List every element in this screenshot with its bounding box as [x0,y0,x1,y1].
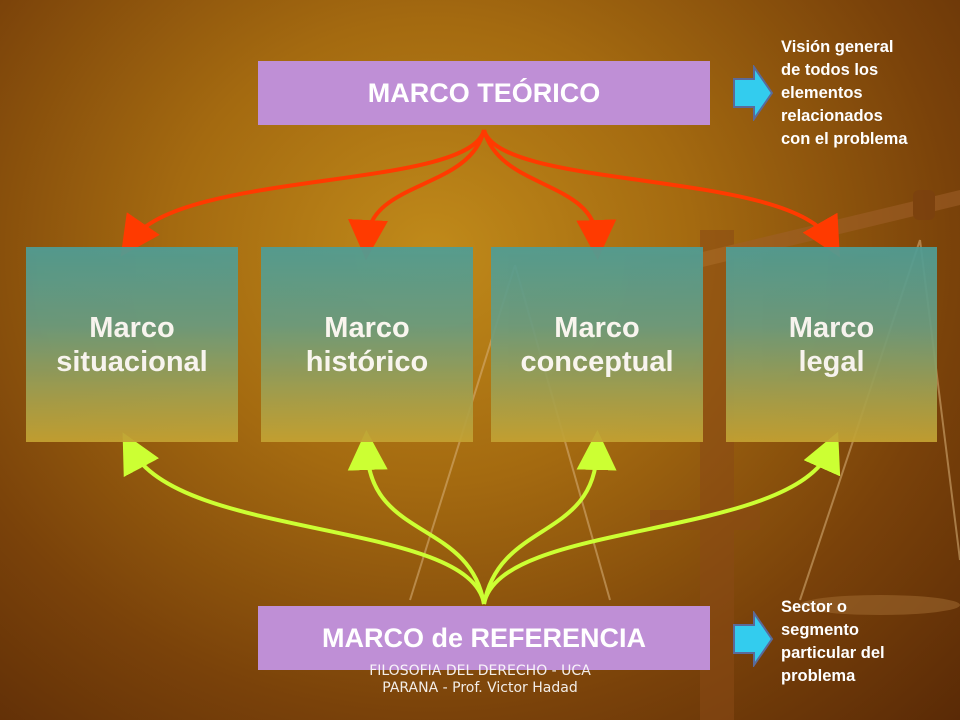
note-marco-teorico: Visión general de todos los elementos re… [781,36,956,151]
marco-situacional-line2: situacional [56,345,208,378]
marco-historico-line1: Marco [324,311,410,344]
note-line: segmento [781,621,859,639]
arrow-bottom-to-legal [482,431,841,605]
note-line: Sector o [781,598,848,616]
arrow-top-to-legal [482,129,840,258]
arrow-top-to-conceptual [482,129,617,260]
marco-historico-line2: histórico [305,345,429,378]
note-marco-referencia: Sector o segmento particular del problem… [781,596,956,688]
arrow-bottom-to-situacional [122,432,486,605]
side-arrow-right-icon [733,65,774,121]
arrow-top-to-situacional [120,129,486,257]
footer-line: FILOSOFIA DEL DERECHO - UCA [369,663,591,679]
marco-legal-line1: Marco [788,311,875,344]
note-line: elementos [781,84,863,102]
side-arrow-right-icon [733,611,774,667]
marco-conceptual-line2: conceptual [520,345,674,378]
note-line: problema [781,667,856,685]
marco-historico-box: Marco histórico [261,247,473,442]
marco-teorico-label: MARCO TEÓRICO [367,77,601,108]
note-line: particular del [781,644,885,662]
slide-footer: FILOSOFIA DEL DERECHO - UCA PARANA - Pro… [355,663,605,697]
note-line: Visión general [781,38,894,56]
marco-conceptual-box: Marco conceptual [491,247,703,442]
arrow-bottom-to-historico [347,430,486,605]
note-line: de todos los [781,61,879,79]
marco-legal-box: Marco legal [726,247,937,442]
marco-referencia-box: MARCO de REFERENCIA [258,606,710,670]
marco-legal-line2: legal [798,345,865,378]
marco-referencia-label: MARCO de REFERENCIA [321,622,646,653]
arrow-top-to-historico [348,129,486,260]
marco-teorico-box: MARCO TEÓRICO [258,61,710,125]
marco-situacional-box: Marco situacional [26,247,238,442]
marco-conceptual-line1: Marco [554,311,640,344]
marco-situacional-line1: Marco [89,311,175,344]
footer-line: PARANA - Prof. Victor Hadad [382,680,578,696]
arrow-bottom-to-conceptual [482,430,617,605]
note-line: con el problema [781,130,908,148]
note-line: relacionados [781,107,883,125]
